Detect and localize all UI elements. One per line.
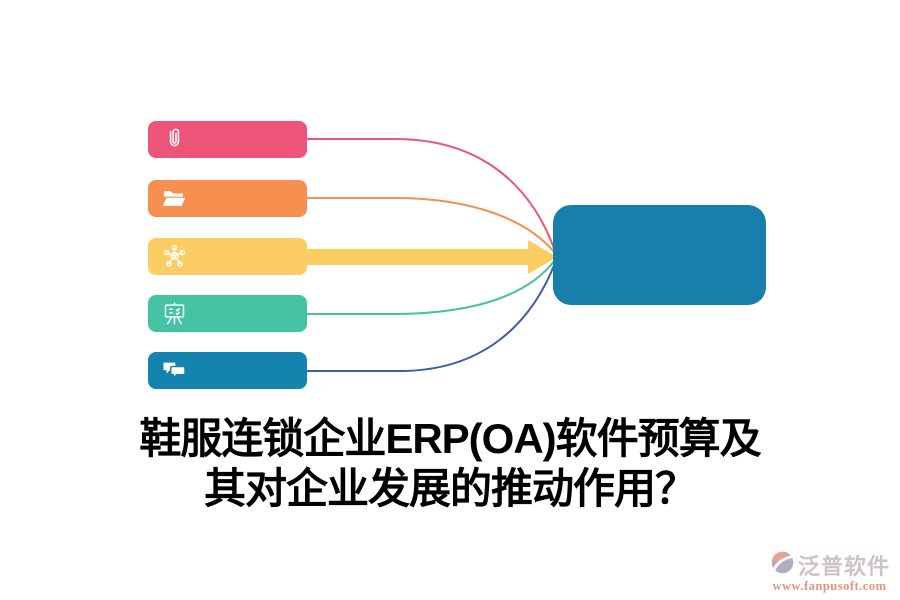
watermark-brand-row: 泛普软件 [769, 549, 890, 581]
page-title: 鞋服连锁企业ERP(OA)软件预算及 其对企业发展的推动作用？ [0, 414, 900, 514]
chat-connector [307, 262, 556, 372]
bar-network [148, 238, 307, 275]
bar-presentation [148, 295, 307, 332]
fanpu-logo-icon [769, 549, 796, 581]
open-folder-icon [161, 185, 188, 212]
title-line-1: 鞋服连锁企业ERP(OA)软件预算及 [139, 415, 761, 462]
presentation-connector [307, 259, 556, 315]
bar-attachment [148, 121, 307, 158]
chat-bubbles-icon [161, 357, 188, 384]
attachment-connector [307, 138, 556, 252]
title-line-2: 其对企业发展的推动作用？ [203, 465, 697, 512]
watermark-brand-text: 泛普软件 [797, 554, 890, 579]
bar-chat [148, 352, 307, 389]
folder-connector [307, 197, 556, 254]
target-box [553, 205, 766, 305]
watermark-url: www.fanpusoft.com [772, 579, 887, 593]
paperclip-icon [161, 126, 188, 153]
watermark: 泛普软件 www.fanpusoft.com [769, 549, 890, 594]
network-connector [307, 240, 557, 274]
presentation-board-icon [161, 300, 188, 327]
network-icon [161, 243, 188, 270]
bar-folder [148, 180, 307, 217]
